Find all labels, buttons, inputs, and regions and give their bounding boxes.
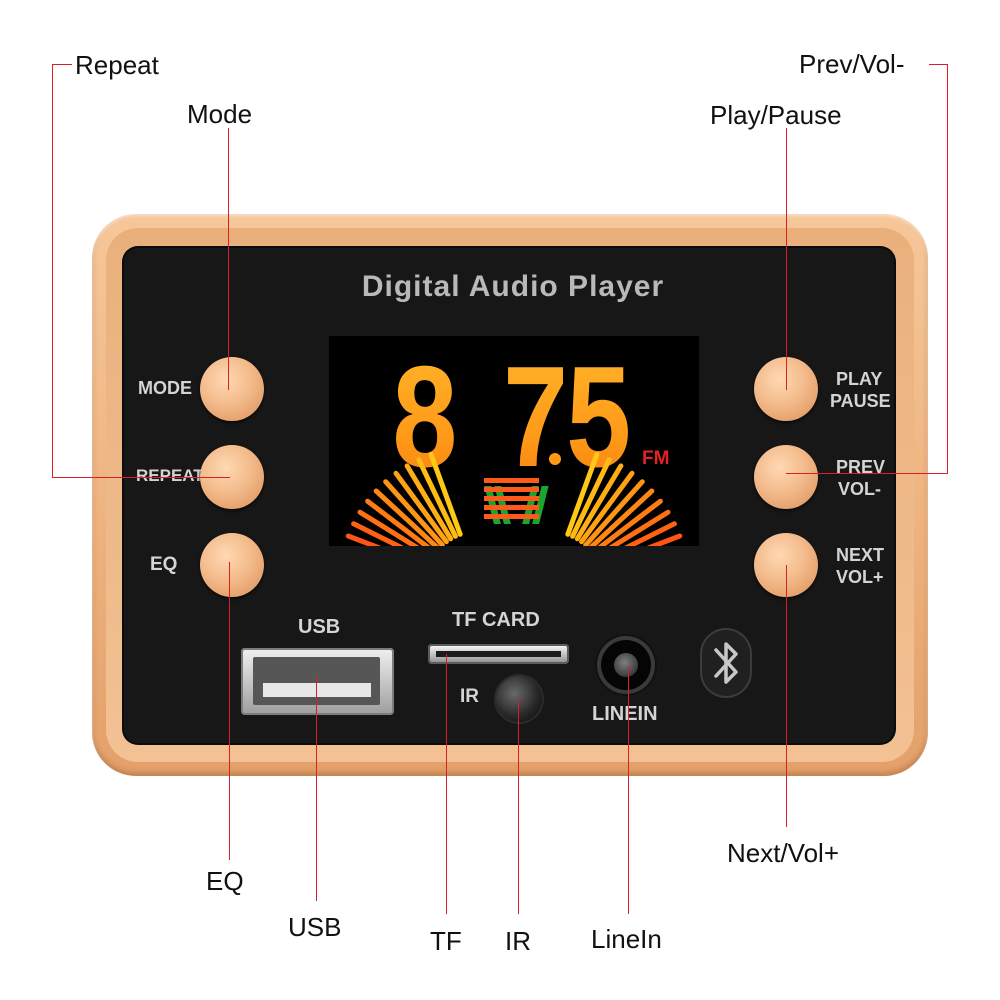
audio-jack-socket xyxy=(614,653,638,677)
led-display: 8 7 5 FM xyxy=(329,336,699,579)
spectrum-center-bar-4 xyxy=(484,514,539,519)
tf-card-label: TF CARD xyxy=(452,609,540,631)
repeat-leader-h xyxy=(52,477,230,478)
ir-leader xyxy=(518,698,519,914)
bluetooth-rune xyxy=(714,642,738,684)
prev-leader-h xyxy=(786,473,948,474)
usb-port-tongue xyxy=(263,683,371,697)
callout-tf: TF xyxy=(430,926,462,956)
eq-leader xyxy=(229,562,230,860)
spectrum-center-bar-1 xyxy=(484,487,539,492)
callout-prev-vol: Prev/Vol- xyxy=(799,49,905,79)
tf-slot-opening xyxy=(436,651,561,657)
spectrum-right-bar-1 xyxy=(570,457,612,539)
band-indicator: FM xyxy=(642,448,669,469)
callout-play-pause: Play/Pause xyxy=(710,100,842,130)
vol-plus-label: VOL+ xyxy=(836,567,884,587)
digit-1: 8 xyxy=(390,342,460,511)
spectrum-center-bar-3 xyxy=(484,505,539,510)
mode-label: MODE xyxy=(138,378,192,398)
spectrum-right-bar-4 xyxy=(583,479,645,548)
eq-label: EQ xyxy=(150,554,178,575)
callout-line-in: LineIn xyxy=(591,924,662,954)
prev-vol-button[interactable] xyxy=(754,445,818,509)
spectrum-right-bar-5 xyxy=(586,488,655,552)
spectrum-center-bar-2 xyxy=(484,496,539,501)
linein-label: LINEIN xyxy=(592,703,658,725)
prev-leader-v xyxy=(947,64,948,474)
callout-mode: Mode xyxy=(187,99,253,129)
bluetooth-icon xyxy=(702,630,750,696)
usb-label: USB xyxy=(298,616,341,638)
play-leader xyxy=(786,128,787,390)
mode-button[interactable] xyxy=(200,357,264,421)
spectrum-right-bar-6 xyxy=(590,498,663,556)
prev-label: PREV xyxy=(836,457,886,477)
usb-leader xyxy=(316,676,317,901)
play-label: PLAY xyxy=(836,369,883,389)
spectrum-left-bar-7 xyxy=(383,479,445,548)
spectrum-left-bar-9 xyxy=(404,463,454,542)
panel-title: Digital Audio Player xyxy=(361,270,665,303)
display-graphics: 8 7 5 FM xyxy=(338,342,690,579)
callout-ir: IR xyxy=(505,926,531,956)
callout-repeat: Repeat xyxy=(75,50,159,80)
spectrum-center-bar-0 xyxy=(484,478,539,483)
repeat-label: REPEAT xyxy=(136,466,204,485)
frequency-readout: 8 7 5 FM xyxy=(390,342,670,511)
pause-label: PAUSE xyxy=(830,391,891,411)
spectrum-left-bar-6 xyxy=(373,488,442,552)
eq-button[interactable] xyxy=(200,533,264,597)
spectrum-right-bar-2 xyxy=(574,463,624,542)
spectrum-right-bar-0 xyxy=(565,451,600,537)
spectrum-right-bar-3 xyxy=(579,470,635,545)
callout-next-vol: Next/Vol+ xyxy=(727,838,840,868)
audio-jack-icon[interactable] xyxy=(601,640,651,690)
next-label: NEXT xyxy=(836,545,885,565)
usb-port-icon[interactable] xyxy=(241,648,394,715)
repeat-leader-v xyxy=(52,64,53,478)
ir-label: IR xyxy=(460,686,479,707)
spectrum-left-bar-8 xyxy=(393,470,449,545)
vol-minus-label: VOL- xyxy=(838,479,881,499)
tf-slot-icon[interactable] xyxy=(428,644,569,664)
spectrum-left-bar-10 xyxy=(416,457,458,539)
ir-receiver-icon xyxy=(496,676,542,722)
mode-leader xyxy=(228,128,229,390)
linein-leader xyxy=(628,666,629,914)
callout-usb: USB xyxy=(288,912,342,942)
next-leader xyxy=(786,565,787,827)
tf-leader xyxy=(446,654,447,914)
callout-eq: EQ xyxy=(206,866,244,896)
spectrum-left-bar-5 xyxy=(365,498,438,556)
spectrum-left-bar-11 xyxy=(428,451,463,537)
repeat-leader-h-top xyxy=(52,64,72,65)
decimal-point xyxy=(549,453,561,465)
prev-leader-h-top xyxy=(929,64,948,65)
digit-2: 7 xyxy=(501,342,571,511)
